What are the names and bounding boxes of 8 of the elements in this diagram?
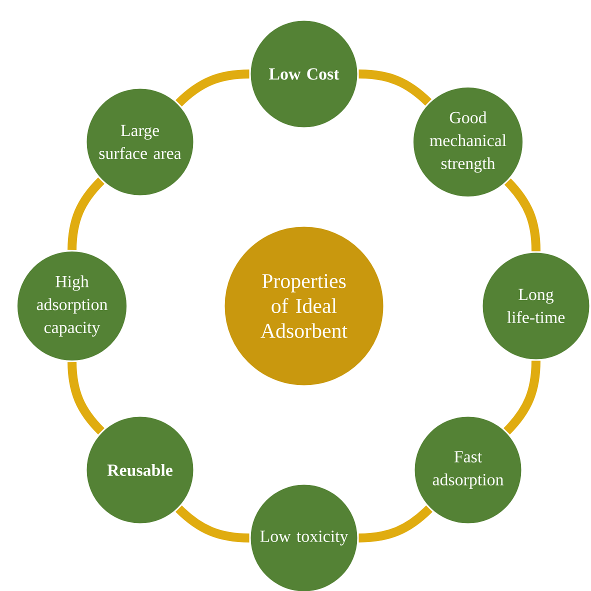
ring-segment xyxy=(503,360,540,434)
ring-segment xyxy=(176,70,250,107)
ring-segment xyxy=(68,178,105,250)
ring-segment xyxy=(176,505,250,542)
ring-segment xyxy=(358,70,432,106)
ring-segment xyxy=(504,178,540,252)
ring-segment xyxy=(358,505,432,542)
ring-segment xyxy=(68,362,105,434)
